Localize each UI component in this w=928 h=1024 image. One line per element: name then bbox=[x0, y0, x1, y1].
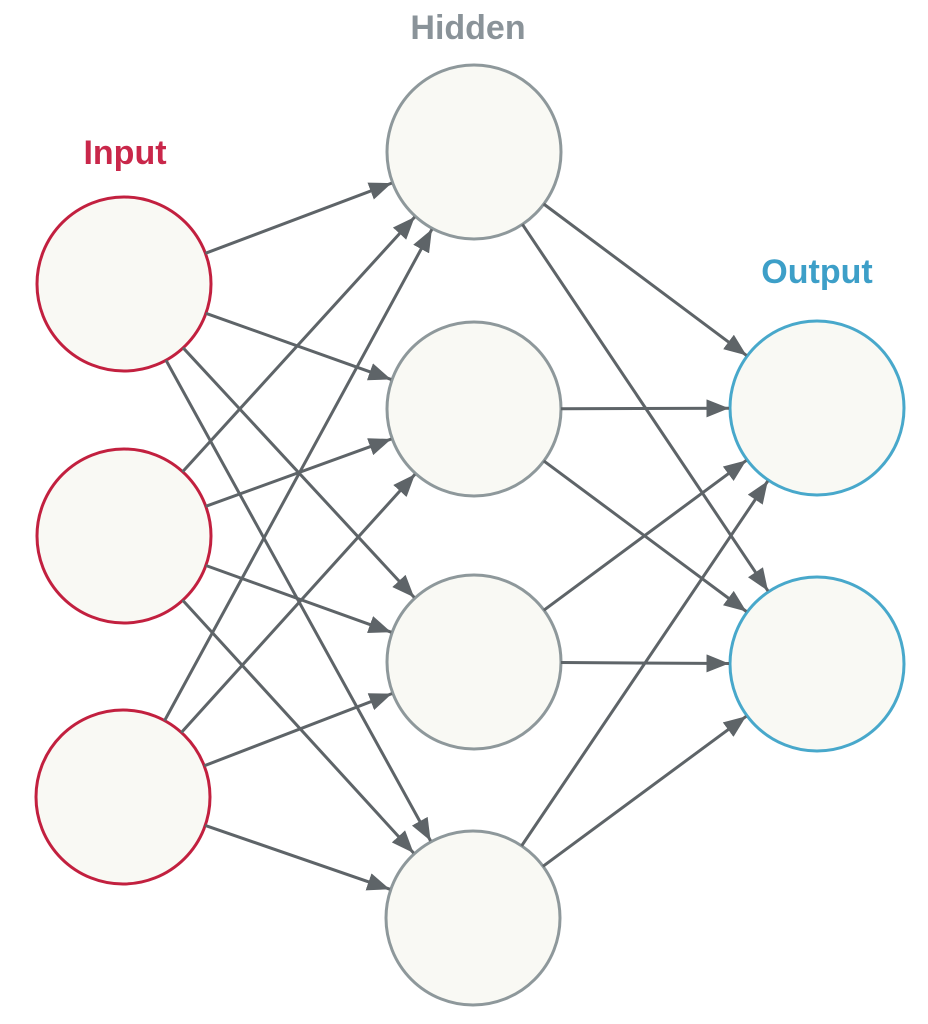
edge-input-1-to-hidden-1 bbox=[204, 181, 393, 255]
input-node-2 bbox=[35, 447, 213, 625]
input-layer-label: Input bbox=[83, 134, 167, 172]
edge-input-3-to-hidden-1 bbox=[163, 228, 434, 722]
edge-input-3-to-hidden-3 bbox=[203, 692, 393, 768]
edge-input-2-to-hidden-1 bbox=[181, 215, 416, 473]
edge-input-2-to-hidden-3 bbox=[205, 564, 392, 634]
edge-group bbox=[163, 181, 770, 891]
input-node-3 bbox=[34, 708, 212, 886]
hidden-node-1 bbox=[385, 63, 563, 241]
output-node-2 bbox=[728, 575, 906, 753]
edge-hidden-4-to-output-2 bbox=[542, 715, 748, 868]
node-layer-group bbox=[34, 63, 906, 1007]
edge-input-3-to-hidden-4 bbox=[204, 823, 391, 891]
input-node-1 bbox=[35, 195, 213, 373]
edge-hidden-1-to-output-1 bbox=[542, 202, 748, 357]
edge-hidden-4-to-output-1 bbox=[520, 480, 770, 847]
edge-input-3-to-hidden-2 bbox=[180, 473, 417, 734]
hidden-layer-label: Hidden bbox=[410, 9, 526, 47]
hidden-node-4 bbox=[384, 829, 562, 1007]
output-node-1 bbox=[728, 319, 906, 497]
edge-input-2-to-hidden-4 bbox=[181, 599, 415, 855]
hidden-node-3 bbox=[385, 573, 563, 751]
hidden-node-2 bbox=[385, 320, 563, 498]
edge-hidden-3-to-output-1 bbox=[543, 459, 748, 612]
output-layer-label: Output bbox=[761, 253, 873, 291]
